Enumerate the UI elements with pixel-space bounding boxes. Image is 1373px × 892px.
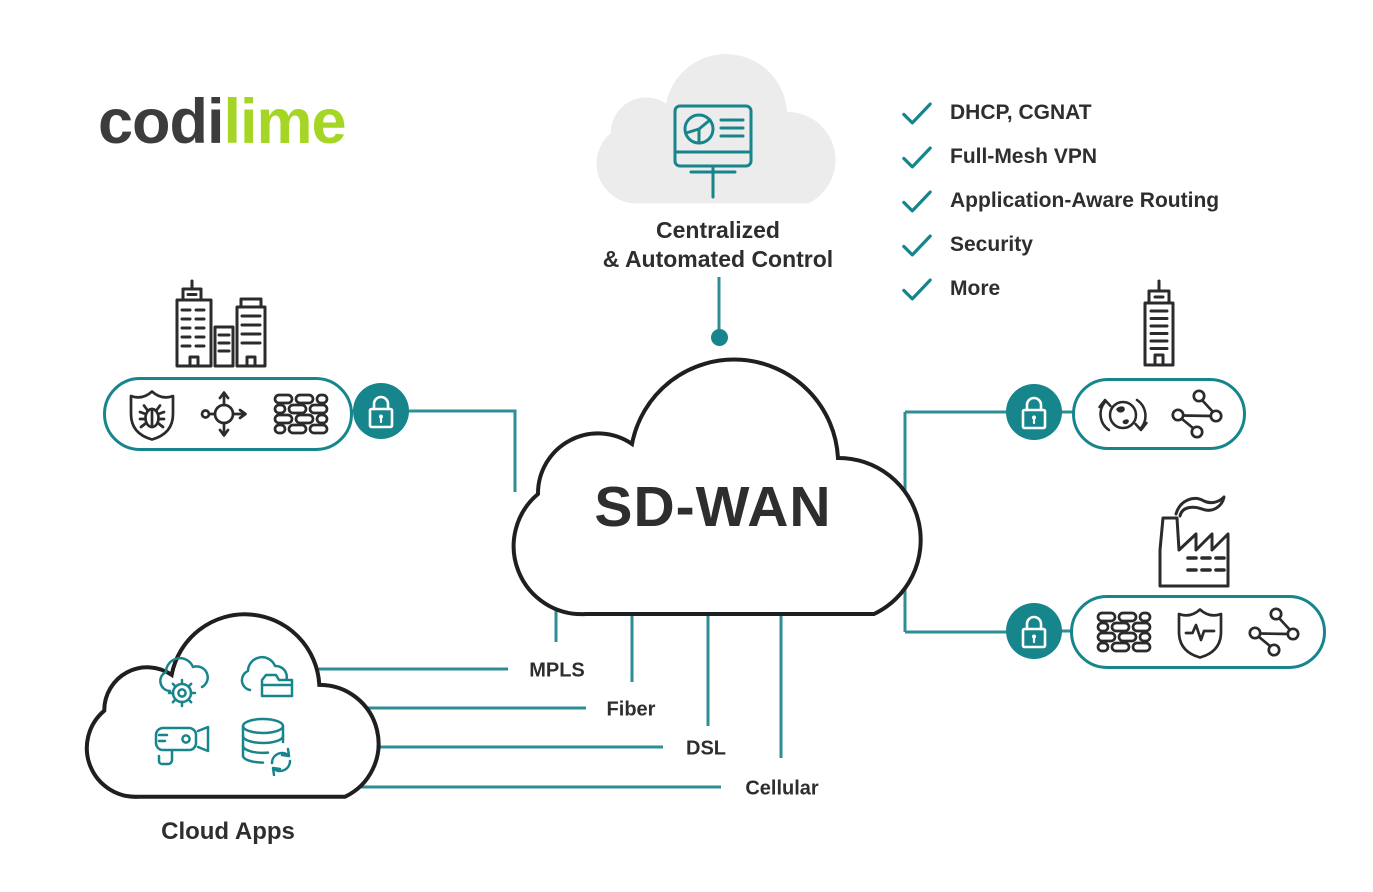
sdwan-cloud-shape — [511, 357, 923, 617]
cctv-camera-icon — [154, 725, 210, 766]
checkmark-icon — [902, 145, 932, 169]
city-buildings-icon — [175, 279, 267, 368]
checkmark-icon — [902, 277, 932, 301]
checkmark-icon — [902, 233, 932, 257]
checkmark-icon — [902, 101, 932, 125]
feature-label: Full-Mesh VPN — [950, 145, 1098, 168]
lock-icon — [1021, 615, 1047, 649]
logo-suffix: lime — [223, 87, 347, 157]
network-share-icon — [1248, 607, 1300, 657]
control-label-line2: & Automated Control — [602, 246, 834, 272]
checkmark-icon — [902, 189, 932, 213]
factory-pill — [1070, 595, 1326, 669]
factory-icon — [1158, 495, 1230, 588]
encryption-lock-badge — [353, 383, 409, 439]
shield-pulse-icon — [1177, 608, 1223, 659]
control-connection-dot — [711, 329, 728, 346]
firewall-bricks-icon — [273, 393, 328, 435]
feature-row: Full-Mesh VPN — [901, 145, 1219, 169]
firewall-bricks-icon — [1096, 611, 1152, 653]
encryption-lock-badge — [1006, 384, 1062, 440]
cloud-gear-icon — [159, 656, 209, 708]
transport-label-cellular: Cellular — [745, 777, 819, 800]
transport-label-fiber: Fiber — [606, 698, 656, 721]
office-tower-icon — [1143, 279, 1175, 367]
cloud-folder-icon — [240, 655, 294, 698]
feature-label: DHCP, CGNAT — [950, 101, 1092, 124]
lock-icon — [368, 395, 394, 429]
network-share-icon — [1171, 389, 1223, 439]
feature-label: More — [950, 277, 1001, 300]
shield-bug-icon — [129, 390, 174, 441]
feature-row: More — [901, 277, 1219, 301]
dashboard-monitor-icon — [673, 104, 753, 199]
control-cloud-shape — [596, 54, 836, 204]
logo-prefix: codi — [98, 87, 225, 157]
transport-label-dsl: DSL — [686, 737, 726, 760]
transport-label-mpls: MPLS — [529, 659, 585, 682]
branch-left-pill — [103, 377, 353, 451]
encryption-lock-badge — [1006, 603, 1062, 659]
load-balancer-icon — [200, 391, 247, 437]
feature-list: DHCP, CGNAT Full-Mesh VPN Application-Aw… — [901, 101, 1219, 301]
feature-row: Security — [901, 233, 1219, 257]
control-label: Centralized & Automated Control — [558, 216, 878, 274]
feature-row: DHCP, CGNAT — [901, 101, 1219, 125]
feature-row: Application-Aware Routing — [901, 189, 1219, 213]
feature-label: Security — [950, 233, 1033, 256]
control-label-line1: Centralized — [656, 217, 780, 243]
database-sync-icon — [241, 717, 292, 776]
sdwan-title: SD-WAN — [594, 475, 832, 539]
feature-label: Application-Aware Routing — [950, 189, 1220, 212]
cloud-apps-label: Cloud Apps — [161, 818, 295, 845]
codilime-logo: codilime — [98, 86, 347, 158]
globe-sync-icon — [1097, 398, 1148, 432]
branch-right-pill — [1072, 378, 1246, 450]
lock-icon — [1021, 396, 1047, 430]
cloud-apps-shape — [84, 612, 381, 799]
